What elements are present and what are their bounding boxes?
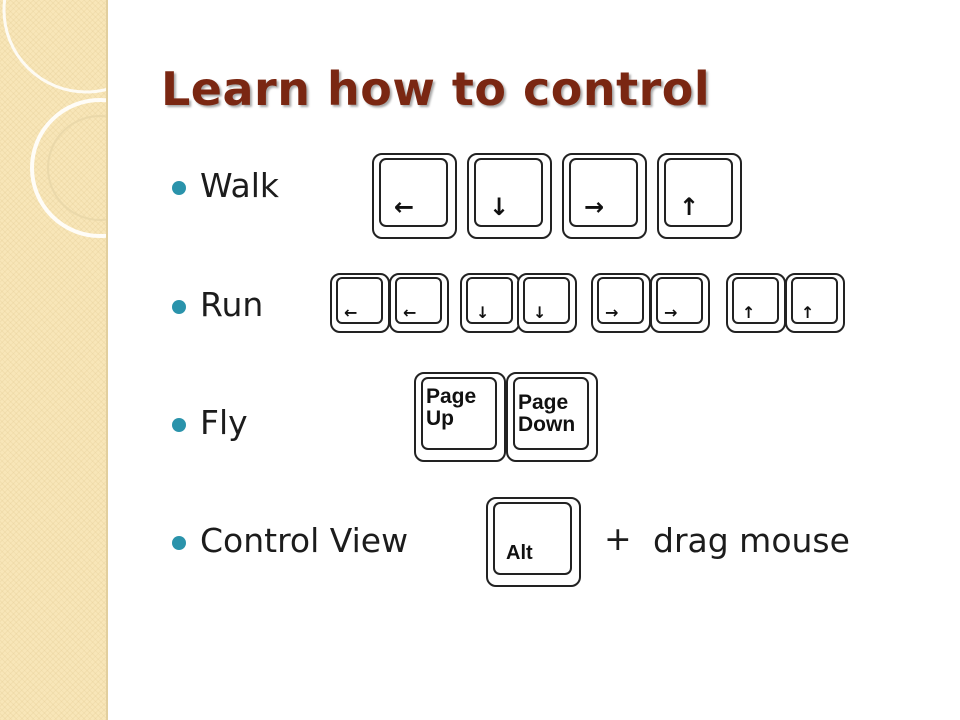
left-arrow-icon: ←	[344, 303, 358, 322]
down-arrow-icon: ↓	[489, 193, 510, 221]
plus-sign: +	[604, 519, 632, 558]
down-arrow-icon: ↓	[476, 303, 490, 322]
page-down-label: Page Down	[518, 391, 576, 437]
down-arrow-key: ↓	[467, 153, 552, 239]
alt-key: Alt	[486, 497, 581, 587]
left-arrow-icon: ←	[403, 303, 417, 322]
up-arrow-icon: ↑	[801, 303, 815, 322]
left-arrow-icon: ←	[394, 193, 415, 221]
page-down-key: Page Down	[506, 372, 598, 462]
up-arrow-icon: ↑	[742, 303, 756, 322]
drag-mouse-text: drag mouse	[653, 521, 850, 560]
down-arrow-key: ↓	[460, 273, 520, 333]
right-arrow-key: →	[650, 273, 710, 333]
right-arrow-icon: →	[664, 303, 678, 322]
bullet-marker	[172, 181, 186, 195]
up-arrow-icon: ↑	[679, 193, 700, 221]
bullet-marker	[172, 300, 186, 314]
page-title: Learn how to control	[161, 62, 711, 116]
decorative-circles	[2, 0, 106, 238]
right-arrow-icon: →	[584, 193, 605, 221]
right-arrow-icon: →	[605, 303, 619, 322]
left-arrow-key: ←	[389, 273, 449, 333]
down-arrow-icon: ↓	[533, 303, 547, 322]
page-up-label: Page Up	[426, 385, 477, 431]
bullet-marker	[172, 536, 186, 550]
bullet-label-walk: Walk	[200, 166, 280, 205]
page-up-key: Page Up	[414, 372, 506, 462]
bullet-label-fly: Fly	[200, 403, 248, 442]
up-arrow-key: ↑	[785, 273, 845, 333]
down-arrow-key: ↓	[517, 273, 577, 333]
alt-key-label: Alt	[506, 542, 533, 564]
up-arrow-key: ↑	[657, 153, 742, 239]
right-arrow-key: →	[591, 273, 651, 333]
left-arrow-key: ←	[372, 153, 457, 239]
right-arrow-key: →	[562, 153, 647, 239]
left-arrow-key: ←	[330, 273, 390, 333]
bullet-label-run: Run	[200, 285, 264, 324]
decorative-sidebar	[0, 0, 108, 720]
bullet-marker	[172, 418, 186, 432]
bullet-label-control-view: Control View	[200, 521, 409, 560]
up-arrow-key: ↑	[726, 273, 786, 333]
